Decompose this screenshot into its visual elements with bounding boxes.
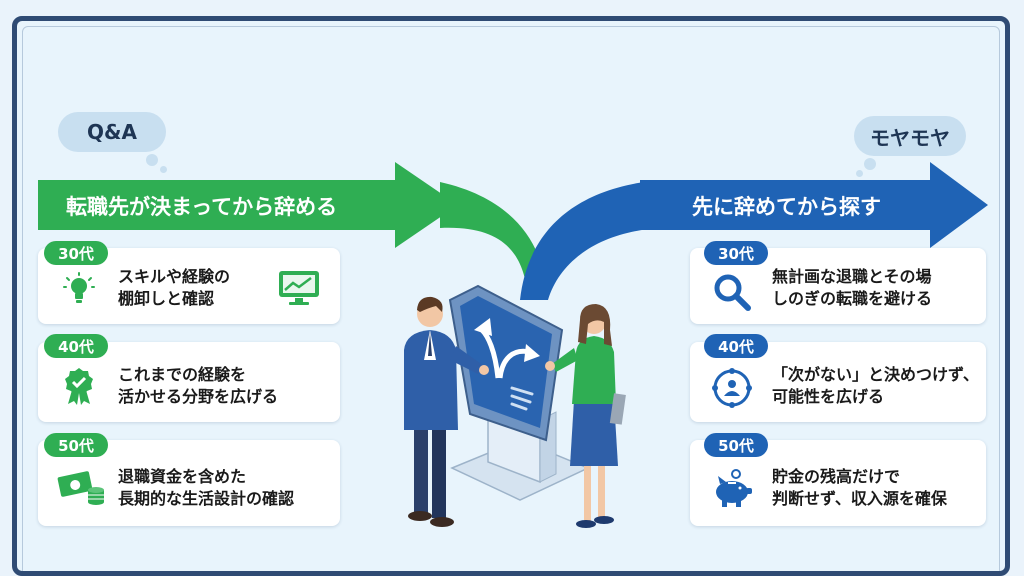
qa-bubble: Q&A — [58, 112, 167, 173]
network-people-icon — [712, 368, 752, 408]
qa-bubble-label: Q&A — [87, 120, 137, 144]
piggy-bank-icon — [716, 469, 752, 507]
bubble-tail — [146, 154, 158, 166]
screen-arrow-head-right — [524, 344, 540, 362]
lightbulb-icon — [63, 272, 95, 303]
award-badge-icon — [65, 368, 93, 405]
age-badge-30: 30代 — [44, 241, 108, 265]
arrows-layer — [38, 162, 988, 300]
right-banner-title: 先に辞めてから探す — [692, 195, 881, 219]
frame-inner-border — [22, 26, 1000, 571]
blue-banner-arrow — [640, 162, 988, 248]
bubble-tail — [864, 158, 876, 170]
moyamoya-bubble: モヤモヤ — [854, 116, 966, 177]
left-card-50-text: 退職資金を含めた 長期的な生活設計の確認 — [118, 467, 295, 508]
bubble-tail — [160, 166, 167, 173]
moyamoya-bubble-label: モヤモヤ — [870, 125, 950, 150]
left-banner-title: 転職先が決まってから辞める — [66, 195, 338, 219]
man-figure — [404, 296, 489, 527]
age-badge-40-right: 40代 — [704, 334, 768, 358]
magnifier-icon — [714, 274, 751, 311]
age-badge-40: 40代 — [44, 334, 108, 358]
kiosk-illustration — [404, 284, 626, 528]
age-badge-50-right: 50代 — [704, 433, 768, 457]
screen-arrow-head-left — [474, 318, 492, 336]
right-card-30-text: 無計画な退職とその場 しのぎの転職を避ける — [772, 267, 933, 308]
green-banner-arrow — [38, 162, 458, 248]
money-coins-icon — [57, 471, 104, 505]
age-badge-30-right: 30代 — [704, 241, 768, 265]
age-badge-50: 50代 — [44, 433, 108, 457]
left-card-30-text: スキルや経験の 棚卸しと確認 — [118, 267, 231, 308]
left-card-40-text: これまでの経験を 活かせる分野を広げる — [118, 365, 279, 406]
right-card-50-text: 貯金の残高だけで 判断せず、収入源を確保 — [772, 467, 947, 508]
woman-figure — [545, 304, 626, 528]
right-card-40-text: 「次がない」と決めつけず、 可能性を広げる — [772, 365, 979, 406]
green-curve-arrow — [440, 182, 548, 300]
screen-lines — [510, 386, 534, 411]
blue-curve-arrow — [520, 180, 660, 300]
bubble-tail — [856, 170, 863, 177]
chart-monitor-icon — [279, 271, 319, 305]
